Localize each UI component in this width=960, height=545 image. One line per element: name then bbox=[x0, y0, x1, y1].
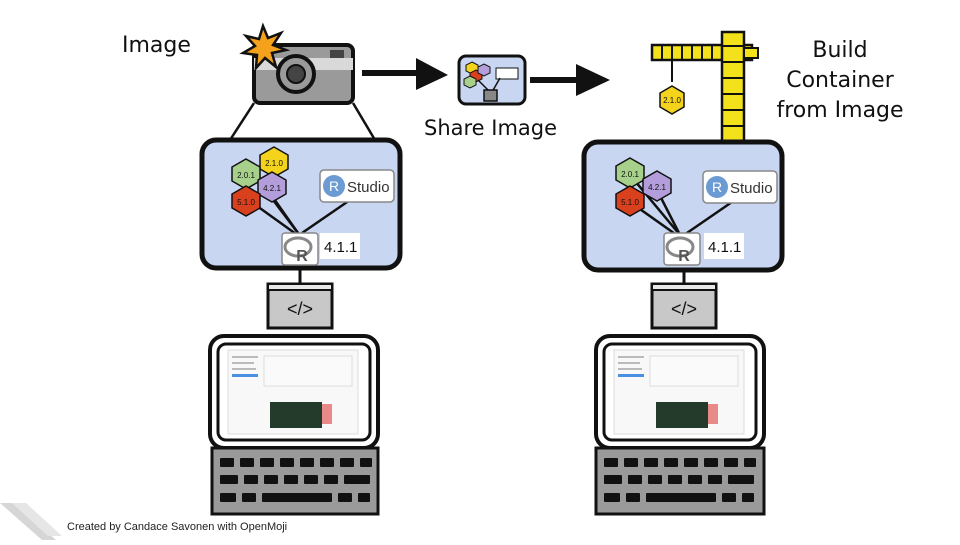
crane-package-label: 2.1.0 bbox=[663, 96, 681, 105]
build-container-label: Build Container from Image bbox=[776, 38, 904, 123]
package-hex-label: 4.2.1 bbox=[648, 183, 666, 192]
running-container-right: 2.0.1 4.2.1 5.1.0 R Studio R 4.1.1 bbox=[581, 139, 785, 273]
svg-text:R: R bbox=[329, 178, 339, 194]
shared-image-icon bbox=[457, 54, 527, 106]
corner-logo bbox=[0, 503, 62, 540]
arrow-right-icon bbox=[362, 58, 448, 90]
crane-icon bbox=[650, 30, 759, 149]
svg-text:R: R bbox=[712, 179, 722, 195]
code-symbol: </> bbox=[287, 299, 313, 319]
credit-text: Created by Candace Savonen with OpenMoji bbox=[67, 521, 288, 533]
svg-text:R: R bbox=[678, 248, 690, 265]
rstudio-logo-text: Studio bbox=[347, 179, 390, 196]
camera-icon bbox=[228, 22, 377, 141]
package-hex-label: 5.1.0 bbox=[237, 198, 255, 207]
crane-package-hex: 2.1.0 bbox=[659, 85, 685, 115]
arrow-right-icon bbox=[530, 64, 610, 96]
keyboard-icon bbox=[604, 458, 756, 502]
package-hex-label: 5.1.0 bbox=[621, 198, 639, 207]
keyboard-icon bbox=[220, 458, 372, 502]
package-hex-label: 2.0.1 bbox=[621, 170, 639, 179]
rstudio-logo-text: Studio bbox=[730, 180, 773, 197]
svg-text:R: R bbox=[296, 248, 308, 265]
package-hex-label: 4.2.1 bbox=[263, 184, 281, 193]
r-version-label: 4.1.1 bbox=[324, 239, 357, 256]
computer-icon: </> bbox=[208, 270, 380, 516]
package-hex-label: 2.0.1 bbox=[237, 171, 255, 180]
share-image-label: Share Image bbox=[424, 116, 558, 140]
image-container-left: 2.1.0 2.0.1 4.2.1 5.1.0 R Studio R 4.1.1 bbox=[199, 137, 403, 271]
code-symbol: </> bbox=[671, 299, 697, 319]
r-version-label: 4.1.1 bbox=[708, 239, 741, 256]
image-label: Image bbox=[122, 33, 191, 58]
package-hex-label: 2.1.0 bbox=[265, 159, 283, 168]
flash-burst bbox=[239, 22, 291, 72]
